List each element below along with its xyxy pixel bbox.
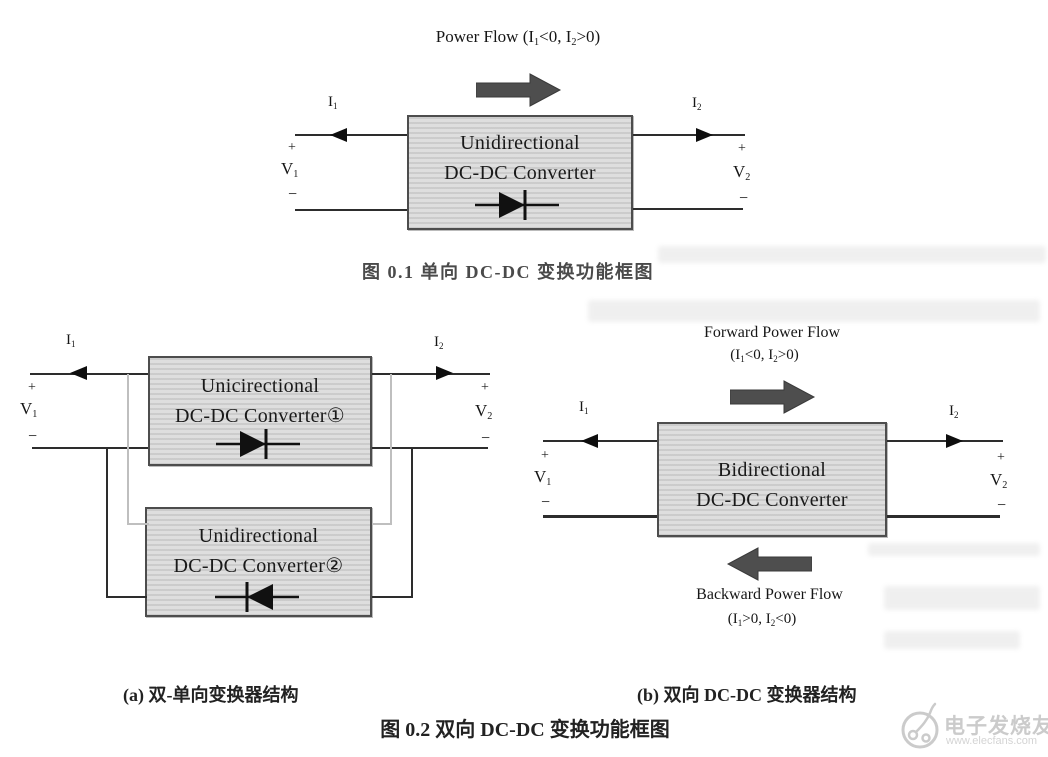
wire-faint bbox=[372, 523, 392, 525]
diode-left-icon bbox=[215, 582, 299, 612]
forward-condition-label: (I1<0, I2>0) bbox=[730, 347, 799, 364]
power-flow-label: Power Flow (I1<0, I2>0) bbox=[435, 27, 601, 49]
i1-label: I1 bbox=[66, 332, 76, 349]
wire bbox=[543, 515, 657, 518]
wire bbox=[372, 373, 490, 375]
wire bbox=[30, 373, 148, 375]
watermark-brand: 电子发烧友 bbox=[944, 715, 1048, 738]
wire bbox=[106, 447, 108, 598]
v1-label: V1 bbox=[20, 399, 38, 421]
current-arrow-left-icon bbox=[70, 366, 87, 380]
block-label-line2: DC-DC Converter① bbox=[175, 405, 345, 427]
forward-arrow-icon bbox=[730, 380, 816, 414]
block-label-line2: DC-DC Converter bbox=[444, 162, 596, 184]
i1-label: I1 bbox=[328, 94, 338, 111]
minus-label: − bbox=[997, 497, 1007, 514]
backward-arrow-icon bbox=[726, 547, 812, 581]
bleed-through-mark bbox=[658, 246, 1046, 263]
converter-block-unidirectional: Unidirectional DC-DC Converter bbox=[407, 115, 633, 230]
converter-block-2: Unidirectional DC-DC Converter② bbox=[145, 507, 372, 617]
elecfans-logo-icon bbox=[901, 702, 939, 749]
diode-right-icon bbox=[216, 429, 300, 459]
current-arrow-right-icon bbox=[436, 366, 453, 380]
power-flow-arrow-icon bbox=[476, 73, 562, 107]
current-arrow-left-icon bbox=[330, 128, 347, 142]
figure-0-1-caption: 图 0.1 单向 DC-DC 变换功能框图 bbox=[362, 262, 654, 282]
v2-label: V2 bbox=[990, 470, 1008, 492]
plus-label: + bbox=[481, 380, 489, 395]
i2-label: I2 bbox=[949, 403, 959, 420]
plus-label: + bbox=[738, 141, 746, 156]
wire bbox=[32, 447, 148, 449]
converter-block-1: Unicirectional DC-DC Converter① bbox=[148, 356, 372, 466]
bleed-through-mark bbox=[884, 631, 1020, 649]
v2-label: V2 bbox=[733, 162, 751, 184]
i2-label: I2 bbox=[434, 334, 444, 351]
wire bbox=[411, 447, 413, 598]
figure-0-2a-caption: (a) 双-单向变换器结构 bbox=[123, 685, 299, 705]
plus-label: + bbox=[541, 448, 549, 463]
backward-power-flow-label: Backward Power Flow bbox=[696, 586, 843, 603]
block-label-line2: DC-DC Converter bbox=[696, 489, 848, 511]
wire bbox=[887, 440, 1003, 442]
current-arrow-left-icon bbox=[581, 434, 598, 448]
v1-label: V1 bbox=[534, 467, 552, 489]
figure-0-2b-caption: (b) 双向 DC-DC 变换器结构 bbox=[637, 685, 857, 705]
backward-condition-label: (I1>0, I2<0) bbox=[727, 611, 797, 628]
wire bbox=[295, 134, 407, 136]
wire bbox=[372, 447, 488, 449]
block-label-line1: Unicirectional bbox=[200, 375, 320, 397]
figure-0-2-caption: 图 0.2 双向 DC-DC 变换功能框图 bbox=[380, 719, 670, 741]
block-label-line1: Bidirectional bbox=[717, 459, 827, 481]
wire bbox=[633, 134, 745, 136]
bleed-through-mark bbox=[884, 586, 1040, 610]
forward-power-flow-label: Forward Power Flow bbox=[704, 324, 840, 341]
watermark-url: www.elecfans.com bbox=[946, 735, 1038, 747]
current-arrow-right-icon bbox=[696, 128, 713, 142]
plus-label: + bbox=[997, 450, 1005, 465]
wire-faint bbox=[127, 523, 149, 525]
block-label-line2: DC-DC Converter② bbox=[173, 555, 344, 577]
diode-right-icon bbox=[475, 190, 559, 220]
plus-label: + bbox=[28, 380, 36, 395]
wire bbox=[106, 596, 147, 598]
wire bbox=[372, 596, 413, 598]
wire bbox=[887, 515, 1000, 518]
converter-block-bidirectional: Bidirectional DC-DC Converter bbox=[657, 422, 887, 537]
v1-label: V1 bbox=[281, 159, 299, 181]
wire-faint bbox=[390, 374, 392, 524]
bleed-through-mark bbox=[868, 543, 1040, 556]
wire bbox=[295, 209, 407, 211]
wire bbox=[543, 440, 657, 442]
bleed-through-mark bbox=[588, 300, 1040, 322]
current-arrow-right-icon bbox=[946, 434, 963, 448]
v2-label: V2 bbox=[475, 401, 493, 423]
minus-label: − bbox=[28, 428, 38, 445]
minus-label: − bbox=[288, 186, 298, 203]
wire bbox=[633, 208, 743, 210]
minus-label: − bbox=[541, 494, 551, 511]
minus-label: − bbox=[481, 430, 491, 447]
minus-label: − bbox=[739, 190, 749, 207]
i2-label: I2 bbox=[692, 95, 702, 112]
i1-label: I1 bbox=[579, 399, 589, 416]
block-label-line1: Unidirectional bbox=[460, 132, 580, 154]
wire-faint bbox=[127, 374, 129, 524]
block-label-line1: Unidirectional bbox=[198, 525, 319, 547]
plus-label: + bbox=[288, 140, 296, 155]
